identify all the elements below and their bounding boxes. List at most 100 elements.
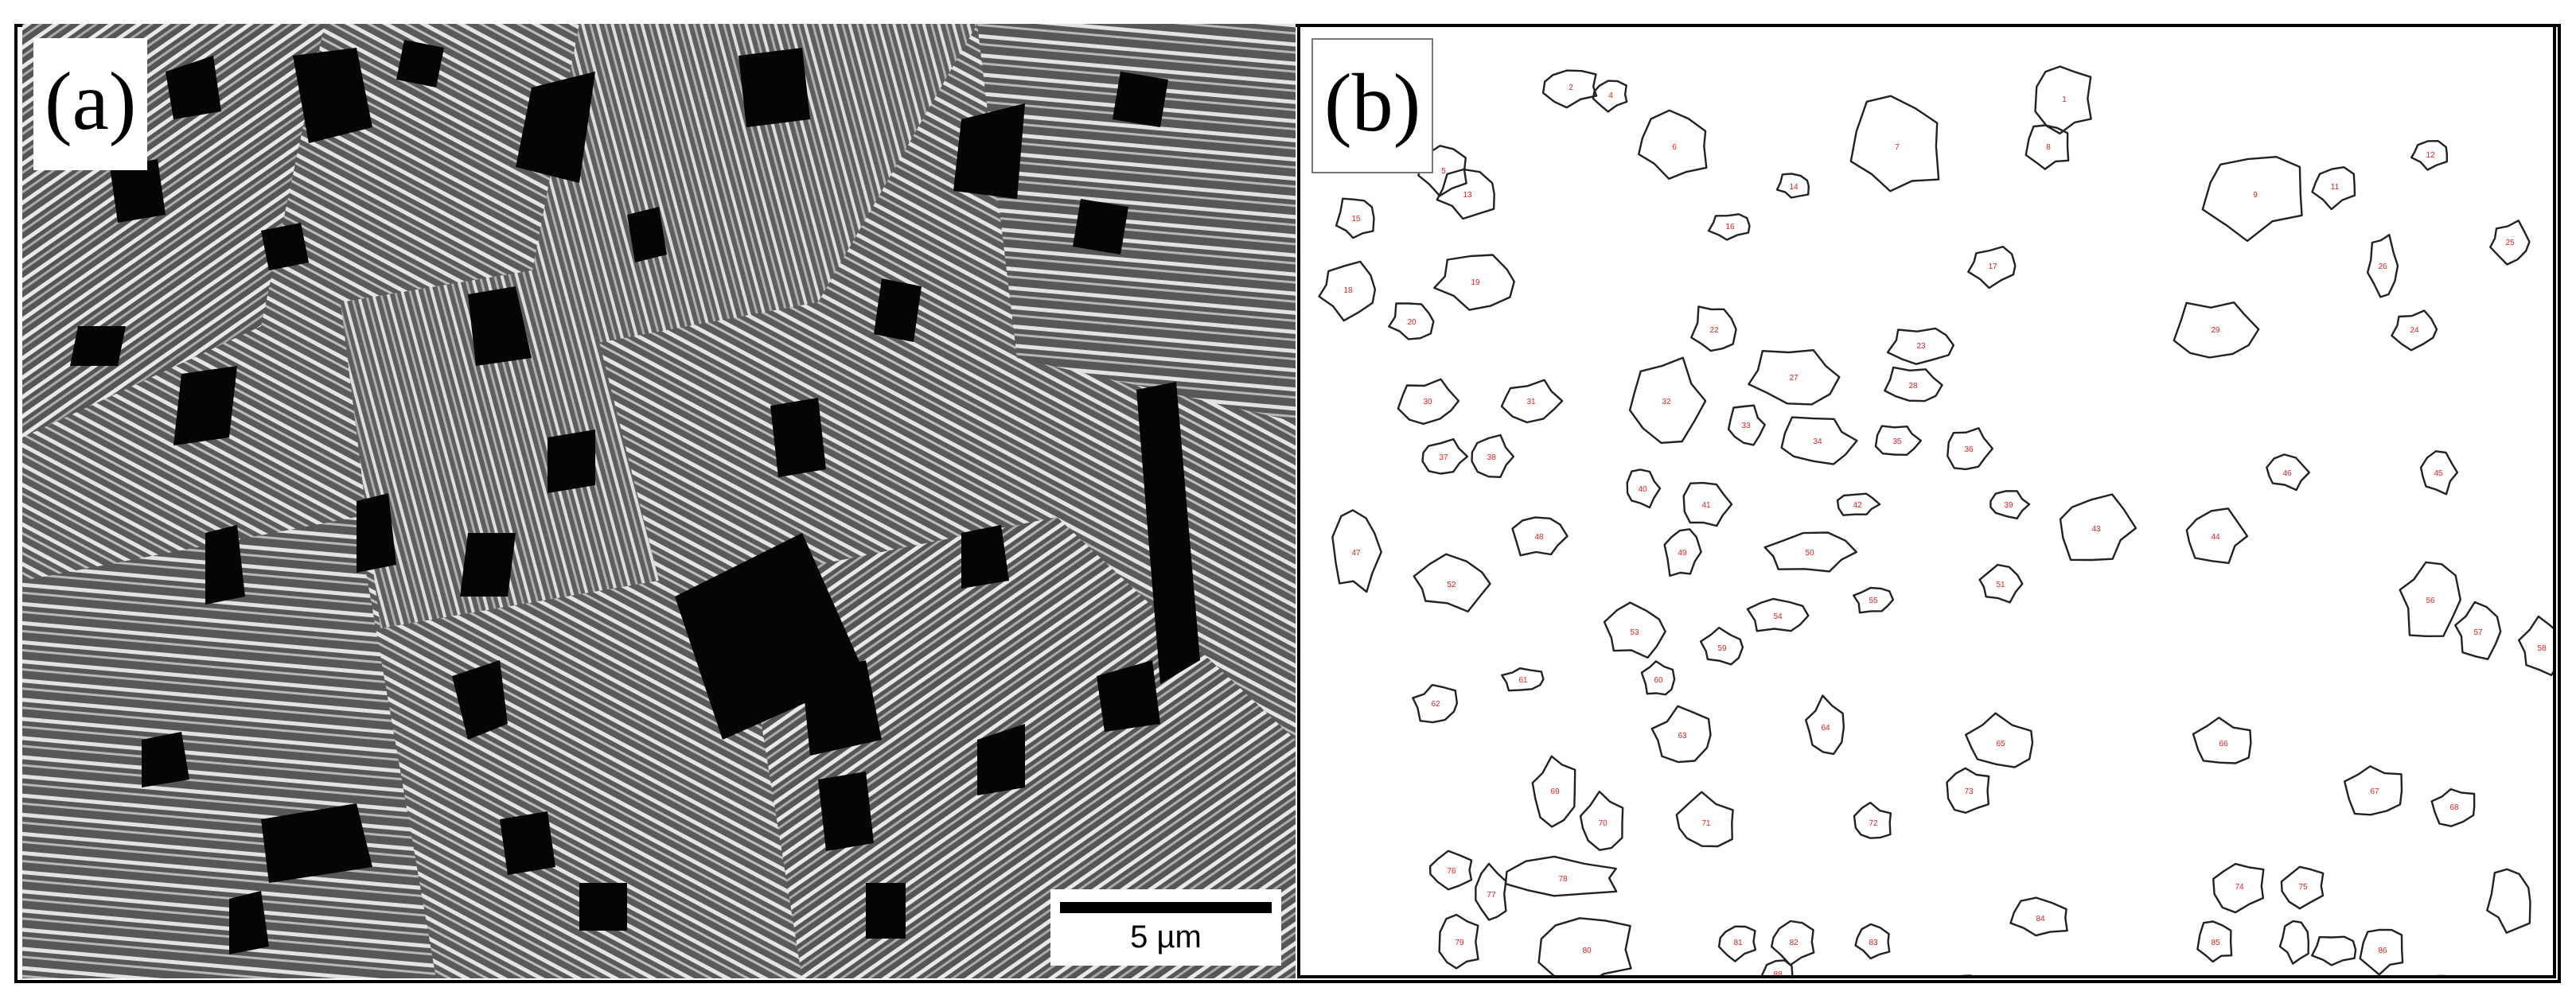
grain-number-label: 34 <box>1813 437 1822 446</box>
grain-outline <box>1874 425 1922 456</box>
grain-outline <box>1531 755 1576 828</box>
grain-number-label: 47 <box>1351 549 1361 558</box>
grain-number-label: 14 <box>1789 183 1799 192</box>
grain-outline <box>1682 481 1733 527</box>
grain-outline <box>1504 855 1618 897</box>
grain-outline <box>1663 528 1702 577</box>
grain-number-label: 86 <box>2378 947 2387 955</box>
grain-outline <box>2399 561 2461 637</box>
grain-number-label: 7 <box>1895 143 1900 152</box>
grain-outline <box>1771 920 1815 966</box>
grain-number-label: 74 <box>2235 883 2244 892</box>
grain-outline <box>2489 220 2531 266</box>
grain-number-label: 45 <box>2434 469 2443 478</box>
grain-number-label: 39 <box>2004 501 2013 510</box>
grain-number-label: 12 <box>2426 151 2435 160</box>
grain-outline <box>1699 626 1744 666</box>
grain-number-label: 54 <box>1773 612 1783 621</box>
grain-number-label: 49 <box>1678 549 1687 558</box>
grain-number-label: 27 <box>1789 374 1799 383</box>
grain-number-label: 24 <box>2410 326 2419 335</box>
grain-number-label: 37 <box>1439 453 1448 462</box>
grain-number-label: 80 <box>1582 947 1592 955</box>
grain-number-label: 76 <box>1447 867 1456 876</box>
grain-outline <box>2201 156 2303 243</box>
grain-number-label: 22 <box>1709 326 1719 335</box>
grain-outline <box>1854 923 1891 960</box>
grain-outline <box>1748 349 1841 406</box>
grain-outline <box>1438 913 1479 970</box>
grain-number-label: 79 <box>1455 939 1464 947</box>
panel-b-label: (b) <box>1311 38 1434 173</box>
grain-outline <box>1428 850 1473 891</box>
grain-outline <box>1946 767 1990 814</box>
grain-outline <box>1471 434 1515 478</box>
grain-number-label: 59 <box>1717 644 1727 653</box>
grain-outline <box>2359 928 2404 975</box>
grain-number-label: 51 <box>1996 581 2005 589</box>
grain-number-label: 9 <box>2253 191 2258 200</box>
grain-number-label: 53 <box>1630 628 1639 637</box>
grain-number-label: 84 <box>2036 915 2045 923</box>
grain-number-label: 57 <box>2473 628 2483 637</box>
grain-outline <box>1836 492 1881 516</box>
grain-outline <box>1638 109 1708 180</box>
grain-number-label: 83 <box>1869 939 1878 947</box>
grain-outline <box>1675 791 1734 848</box>
grain-outline <box>2430 787 2476 827</box>
grain-outline <box>2344 765 2403 816</box>
grain-outline <box>1650 705 1712 764</box>
grain-number-label: 29 <box>2211 326 2220 335</box>
grain-outline <box>1579 790 1624 851</box>
grain-number-label: 52 <box>1447 581 1456 589</box>
grain-outline <box>1805 694 1845 756</box>
grain-number-label: 4 <box>1608 91 1613 100</box>
grain-number-label: 75 <box>2298 883 2308 892</box>
grain-number-label: 82 <box>1789 939 1799 947</box>
grain-outline <box>2196 920 2233 963</box>
grain-number-label: 77 <box>1487 891 1496 900</box>
grain-outline <box>1500 379 1564 424</box>
grain-number-label: 63 <box>1678 732 1687 741</box>
grain-number-label: 40 <box>1638 485 1647 494</box>
grain-outline <box>2311 935 2357 966</box>
grain-number-label: 81 <box>1733 939 1743 947</box>
grain-outline <box>1412 683 1459 724</box>
grain-outline <box>1433 254 1515 311</box>
grain-outline <box>2278 920 2309 965</box>
grain-outline <box>1853 801 1892 839</box>
grain-number-label: 66 <box>2219 740 2228 748</box>
grain-outline <box>2419 450 2459 496</box>
grain-number-label: 33 <box>1741 422 1751 430</box>
sem-micrograph-image <box>22 24 1296 978</box>
grain-outline <box>2173 301 2260 359</box>
grain-outline <box>1967 245 2017 290</box>
grain-number-label: 6 <box>1672 143 1677 152</box>
grain-outline <box>2212 862 2265 914</box>
grain-outline <box>2034 65 2092 135</box>
grain-number-label: 30 <box>1423 398 1432 406</box>
grain-outline <box>1541 69 1598 109</box>
grain-outline <box>1849 95 1940 192</box>
grain-number-label: 1 <box>2062 95 2067 104</box>
grain-outline <box>1436 168 1495 220</box>
grain-outline <box>1727 404 1766 446</box>
grain-outline <box>1978 563 2024 604</box>
panel-a-label: (a) <box>33 38 148 170</box>
grain-number-label: 68 <box>2449 803 2459 812</box>
grain-outline <box>1989 490 2031 519</box>
grain-outline <box>2518 615 2553 676</box>
grain-number-label: 72 <box>1869 819 1878 828</box>
grain-number-label: 73 <box>1964 787 1974 796</box>
grain-outline <box>1853 586 1894 614</box>
grain-number-label: 8 <box>2046 143 2051 152</box>
grain-number-label: 11 <box>2331 183 2340 192</box>
grain-outline <box>1592 80 1628 113</box>
grain-number-label: 44 <box>2211 533 2220 542</box>
grain-number-label: 26 <box>2378 262 2387 271</box>
grain-number-label: 2 <box>1569 84 1573 92</box>
grain-number-label: 50 <box>1805 549 1814 558</box>
grain-number-label: 35 <box>1892 437 1902 446</box>
grain-outline <box>1413 553 1491 612</box>
